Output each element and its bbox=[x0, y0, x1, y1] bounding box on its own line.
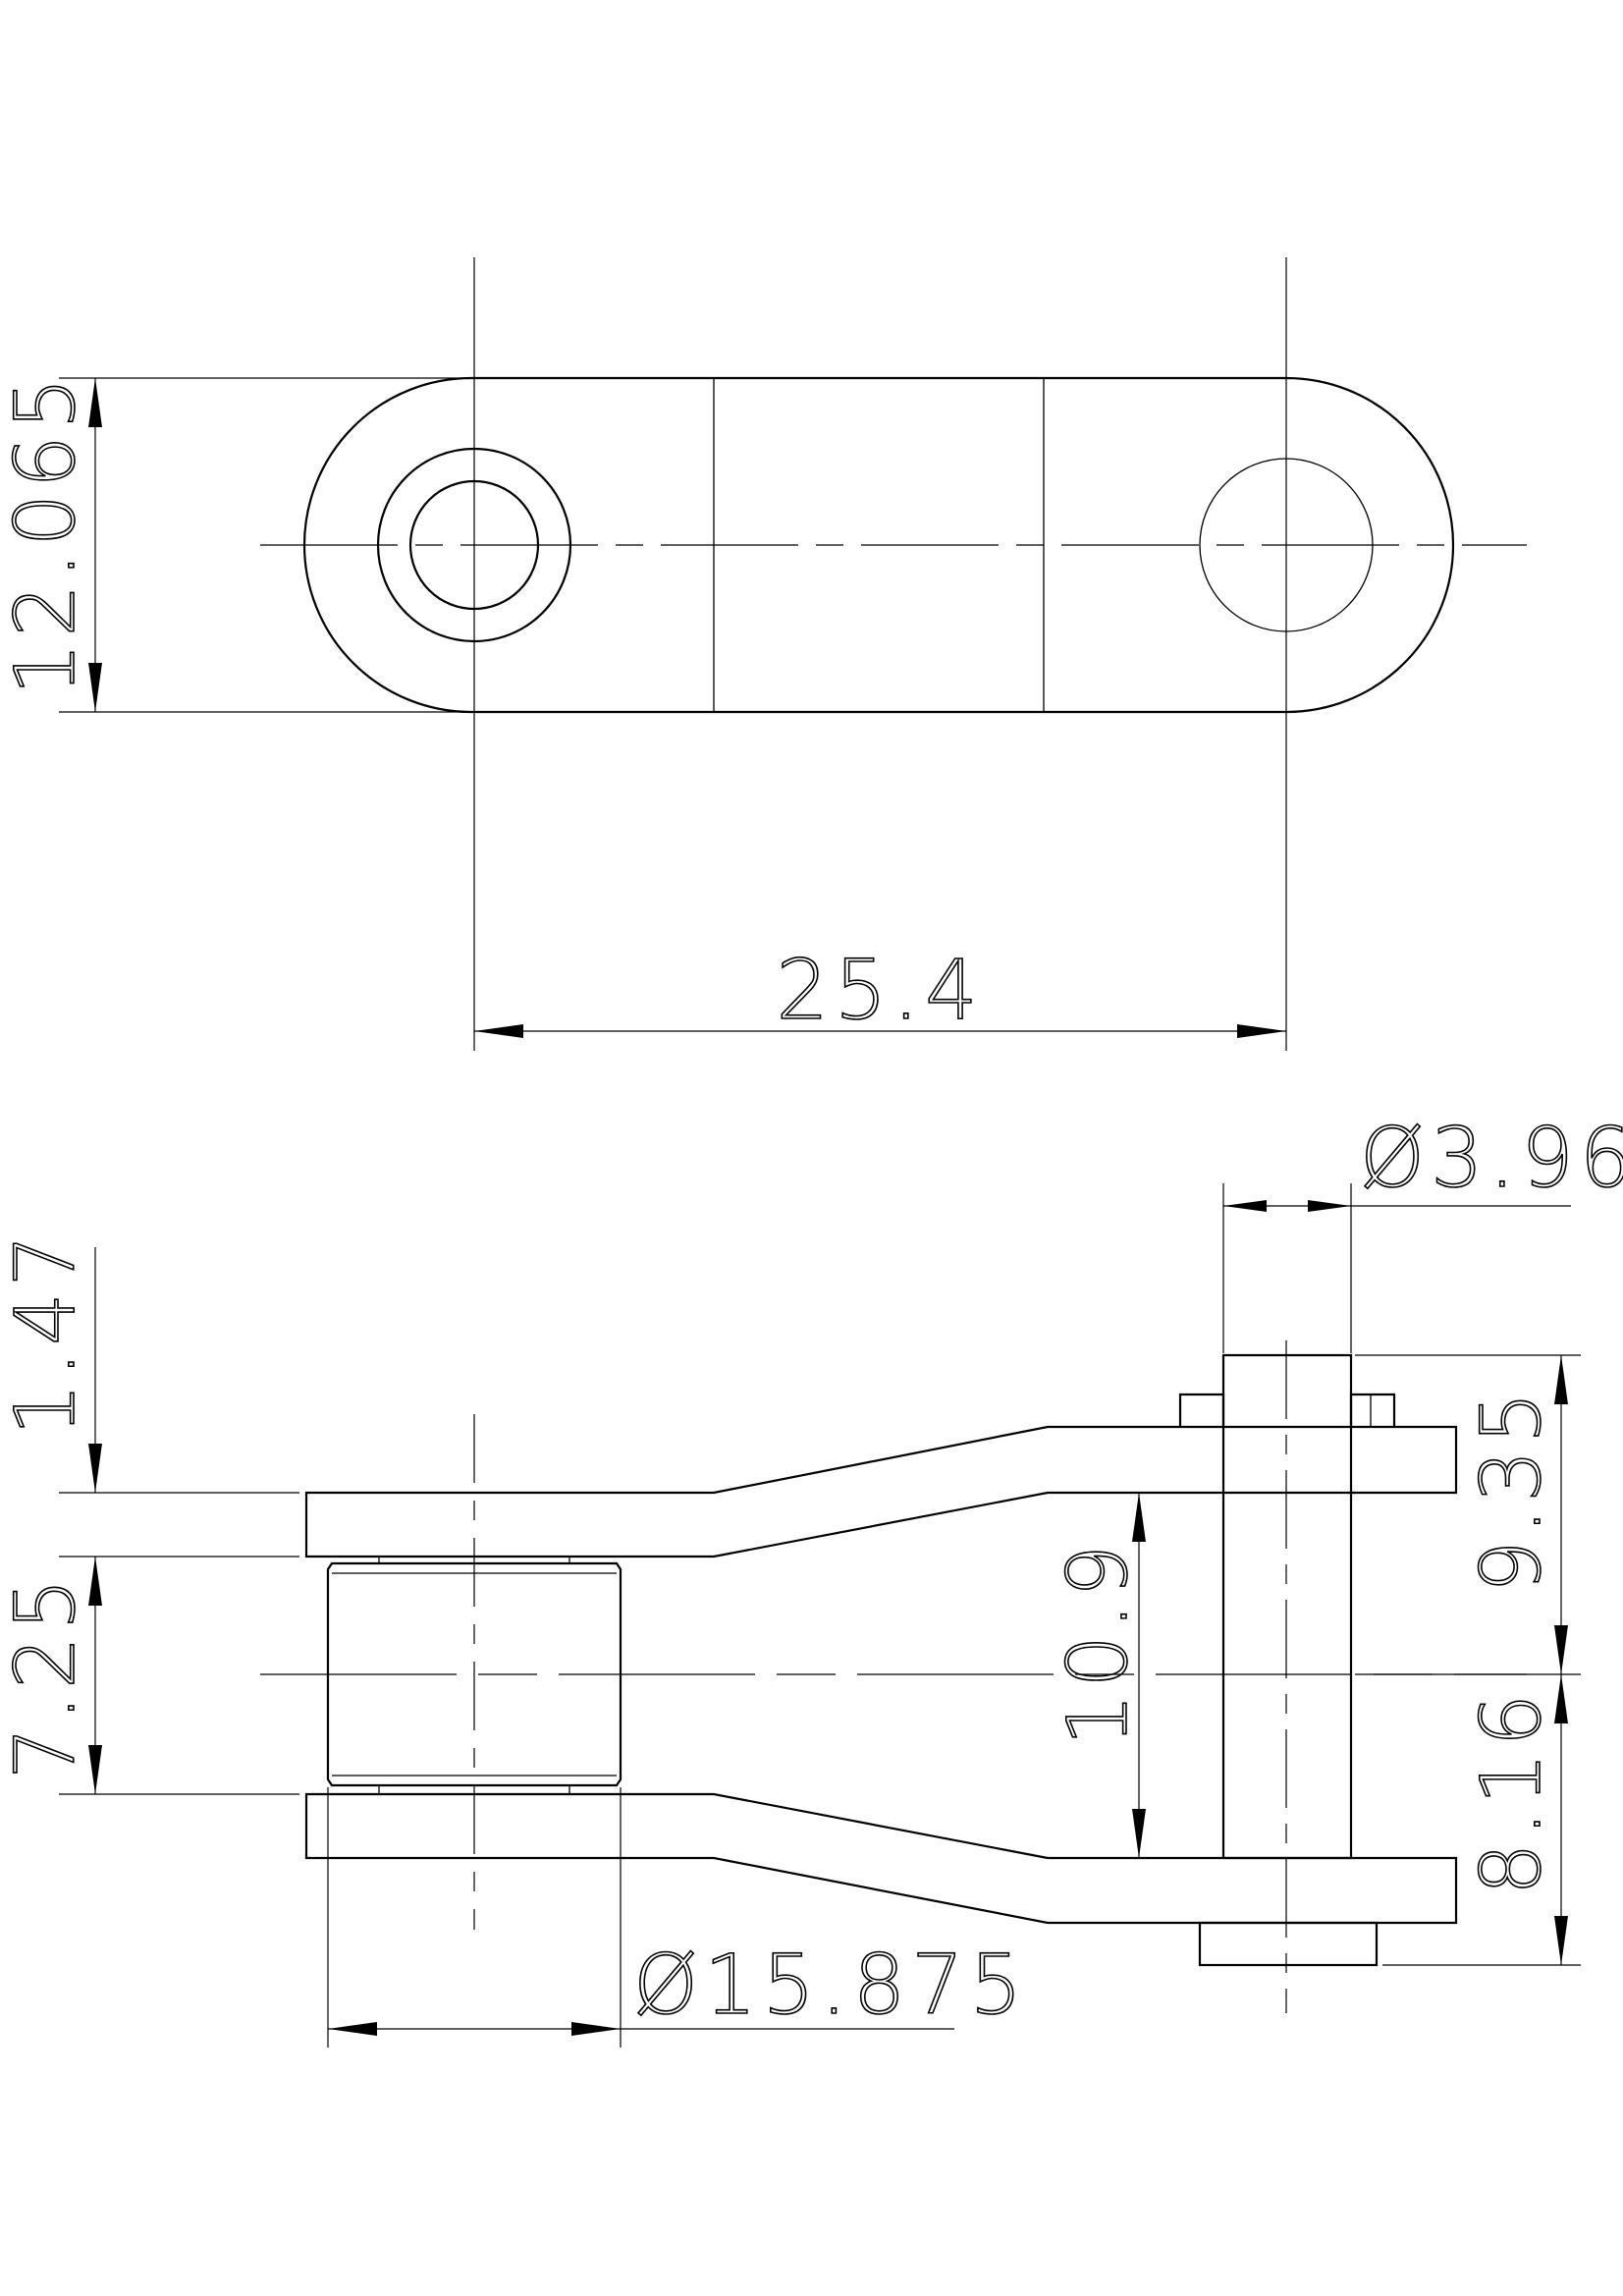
dim-text-816: 8.16 bbox=[1463, 1688, 1559, 1895]
arrow-right-396 bbox=[1308, 1200, 1351, 1212]
arrow-up-816 bbox=[1554, 1674, 1568, 1723]
arrow-down-816 bbox=[1554, 1916, 1568, 1965]
arrow-down-12065 bbox=[88, 663, 102, 712]
upper-link-plate bbox=[304, 1425, 1458, 1558]
arrow-down-109 bbox=[1132, 1809, 1146, 1858]
arrow-down-725 bbox=[88, 1745, 102, 1794]
arrow-left-396 bbox=[1223, 1200, 1267, 1212]
dim-text-396: Ø3.96 bbox=[1360, 1110, 1623, 1206]
dim-text-109: 10.9 bbox=[1050, 1539, 1146, 1746]
pin-collar-right bbox=[1349, 1393, 1396, 1427]
dim-text-935: 9.35 bbox=[1463, 1386, 1559, 1593]
dim-text-725: 7.25 bbox=[0, 1572, 93, 1779]
arrow-left-15875 bbox=[328, 2022, 377, 2036]
arrow-up-12065 bbox=[88, 378, 102, 427]
arrow-down-147 bbox=[88, 1444, 102, 1493]
lower-link-plate bbox=[304, 1792, 1458, 1925]
side-view: Ø3.96 1.47 7.25 10.9 9.35 8.16 bbox=[0, 1109, 1623, 2048]
arrow-down-935 bbox=[1554, 1625, 1568, 1674]
arrow-right-15875 bbox=[571, 2022, 621, 2036]
arrow-right-254 bbox=[1237, 1024, 1286, 1038]
dim-text-12065: 12.065 bbox=[0, 371, 93, 695]
top-view: 12.065 25.4 bbox=[0, 257, 1527, 1051]
pin-head-bottom bbox=[1198, 1921, 1379, 1967]
pin-collar-left bbox=[1178, 1393, 1225, 1427]
dim-text-15875: Ø15.875 bbox=[633, 1937, 1028, 2033]
arrow-up-109 bbox=[1132, 1493, 1146, 1542]
dim-text-147: 1.47 bbox=[0, 1229, 93, 1436]
dim-text-254: 25.4 bbox=[776, 942, 983, 1038]
arrow-up-935 bbox=[1554, 1355, 1568, 1404]
pin-body bbox=[1221, 1353, 1353, 1860]
roller-body bbox=[326, 1561, 622, 1787]
arrow-left-254 bbox=[474, 1024, 523, 1038]
